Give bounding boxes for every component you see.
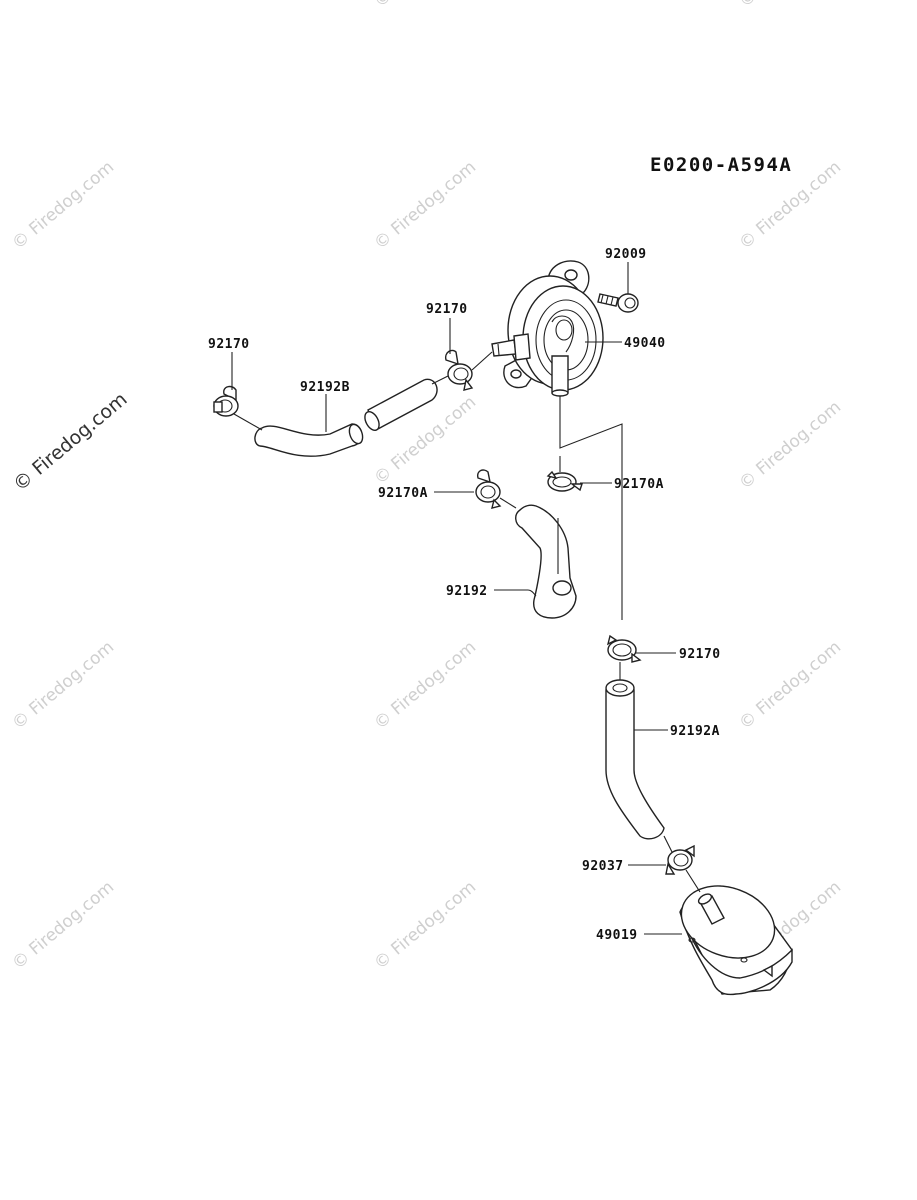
- callout-92170-top: 92170: [426, 302, 468, 317]
- callout-92192A: 92192A: [670, 724, 720, 739]
- clamp-92037: [665, 844, 695, 875]
- watermark: © Firedog.com: [370, 0, 480, 12]
- clamp-92170-mid: [606, 634, 642, 663]
- watermark: © Firedog.com: [735, 637, 845, 734]
- clamp-92170-left: [213, 385, 239, 417]
- watermark: © Firedog.com: [370, 157, 480, 254]
- watermark: © Firedog.com: [370, 877, 480, 974]
- watermark: © Firedog.com: [8, 877, 118, 974]
- watermark-main: © Firedog.com: [9, 388, 131, 496]
- callout-92192B: 92192B: [300, 380, 350, 395]
- callout-92009: 92009: [605, 247, 647, 262]
- hose-92192: [515, 504, 577, 619]
- watermark: © Firedog.com: [735, 0, 845, 12]
- fuel-pump-49040: [491, 260, 604, 397]
- callout-labels: 92009 49040 92170 92170 92192B 92170A 92…: [208, 247, 721, 943]
- callout-92037: 92037: [582, 859, 624, 874]
- watermark: © Firedog.com: [8, 637, 118, 734]
- clamp-92170A-right: [546, 470, 583, 492]
- callout-92170A-left: 92170A: [378, 486, 428, 501]
- hose-92192B-upper: [364, 378, 438, 431]
- watermark: © Firedog.com: [370, 637, 480, 734]
- callout-92170-left: 92170: [208, 337, 250, 352]
- clamp-92170A-left: [475, 469, 502, 509]
- hose-92192B-lower: [254, 423, 364, 457]
- callout-92170A-right: 92170A: [614, 477, 664, 492]
- fuel-filter-49019: [679, 885, 793, 996]
- callout-49019: 49019: [596, 928, 638, 943]
- diagram-code: E0200-A594A: [650, 154, 792, 176]
- callout-49040: 49040: [624, 336, 666, 351]
- bolt-92009: [597, 293, 639, 313]
- watermark: © Firedog.com: [8, 157, 118, 254]
- callout-92170-mid: 92170: [679, 647, 721, 662]
- watermark: © Firedog.com: [735, 397, 845, 494]
- callout-92192: 92192: [446, 584, 488, 599]
- clamp-92170-top: [444, 349, 474, 391]
- hose-92192A: [605, 679, 665, 840]
- leader-lines: [231, 262, 701, 935]
